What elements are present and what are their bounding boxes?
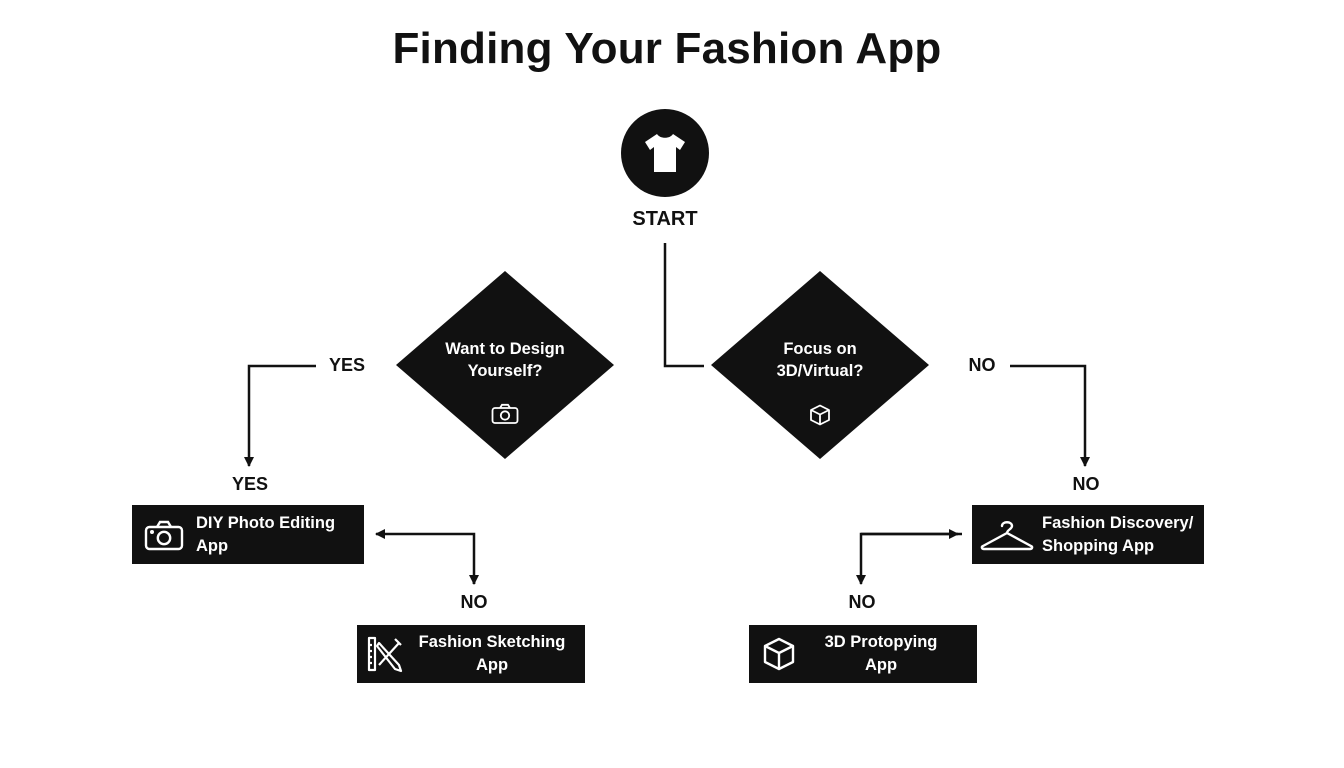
cube-icon	[763, 637, 795, 671]
branch-label-no: NO	[848, 592, 876, 612]
app-fashion-sketching: Fashion Sketching App	[357, 625, 585, 683]
app-3d-prototyping: 3D Protopying App	[749, 625, 977, 683]
hanger-icon	[980, 520, 1034, 550]
camera-icon	[491, 403, 519, 424]
page-title: Finding Your Fashion App	[392, 24, 942, 73]
pencil-ruler-icon	[367, 636, 403, 673]
branch-label-yes: YES	[231, 474, 269, 494]
app-name-line: Shopping App	[1042, 536, 1155, 555]
branch-label-no: NO	[460, 592, 488, 612]
app-name-line: DIY Photo Editing	[196, 513, 336, 532]
app-name-line: App	[475, 656, 509, 674]
app-diy-photo-editing: DIY Photo Editing App	[132, 505, 364, 564]
app-fashion-discovery-shopping: Fashion Discovery/ Shopping App	[972, 505, 1204, 564]
app-name-line: Fashion Sketching	[418, 633, 566, 651]
branch-label-no: NO	[968, 355, 996, 375]
app-name-line: 3D Protopying	[824, 633, 938, 651]
start-node	[621, 109, 709, 197]
no-connector-right	[1010, 364, 1090, 467]
app-name-line: App	[864, 656, 898, 674]
start-connector	[663, 243, 704, 368]
camera-icon	[144, 520, 184, 550]
tshirt-icon	[645, 134, 685, 172]
yes-connector-left	[244, 364, 316, 467]
branch-label-yes: YES	[328, 355, 366, 375]
app-name-line: Fashion Discovery/	[1042, 513, 1194, 532]
discovery-prototyping-connector	[856, 532, 962, 585]
app-name-line: App	[196, 536, 229, 555]
diy-sketching-connector	[375, 529, 476, 584]
cube-icon	[810, 404, 830, 426]
start-label: START	[632, 208, 698, 230]
branch-label-no: NO	[1072, 474, 1100, 494]
